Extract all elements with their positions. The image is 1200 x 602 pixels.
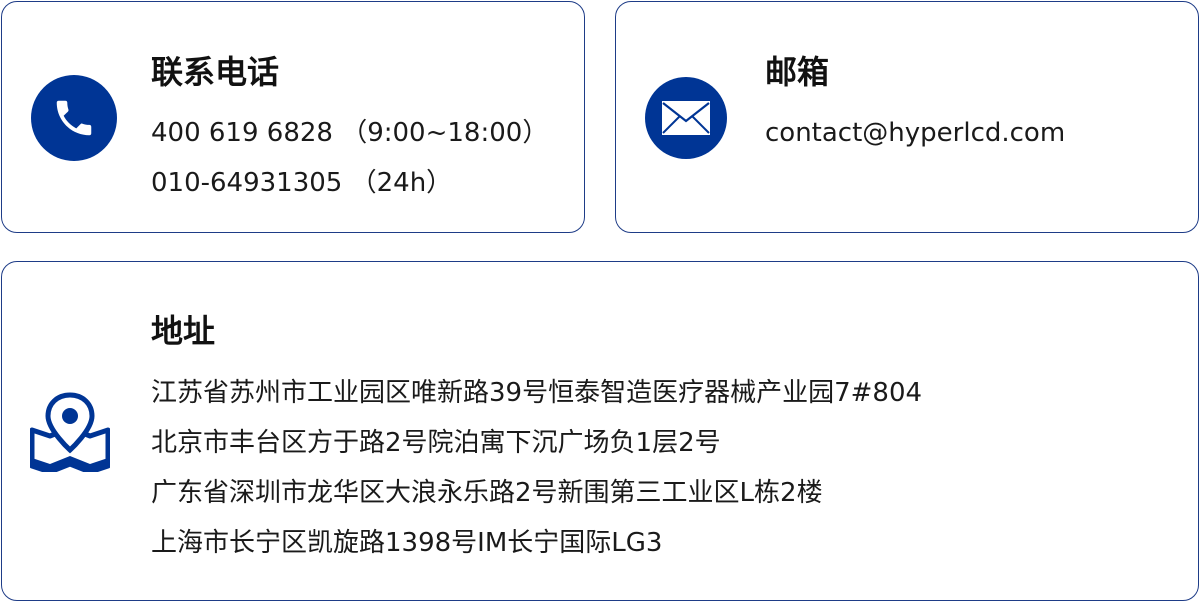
address-beijing: 北京市丰台区方于路2号院泊寓下沉广场负1层2号 [151, 428, 721, 458]
phone-title: 联系电话 [151, 53, 280, 91]
address-card: 地址 江苏省苏州市工业园区唯新路39号恒泰智造医疗器械产业园7#804 北京市丰… [1, 261, 1199, 601]
address-suzhou: 江苏省苏州市工业园区唯新路39号恒泰智造医疗器械产业园7#804 [151, 378, 923, 408]
email-title: 邮箱 [765, 53, 830, 91]
phone-icon [31, 75, 117, 161]
address-title: 地址 [151, 312, 216, 350]
address-shenzhen: 广东省深圳市龙华区大浪永乐路2号新围第三工业区L栋2楼 [151, 478, 823, 508]
phone-card: 联系电话 400 619 6828 （9:00~18:00） 010-64931… [1, 1, 585, 233]
email-address-link[interactable]: contact@hyperlcd.com [765, 118, 1066, 148]
mail-icon [645, 77, 727, 159]
phone-number-main[interactable]: 400 619 6828 （9:00~18:00） [151, 118, 549, 148]
phone-number-24h[interactable]: 010-64931305 （24h） [151, 168, 453, 198]
address-shanghai: 上海市长宁区凯旋路1398号IM长宁国际LG3 [151, 528, 663, 558]
email-card: 邮箱 contact@hyperlcd.com [615, 1, 1199, 233]
map-pin-icon [29, 392, 111, 475]
